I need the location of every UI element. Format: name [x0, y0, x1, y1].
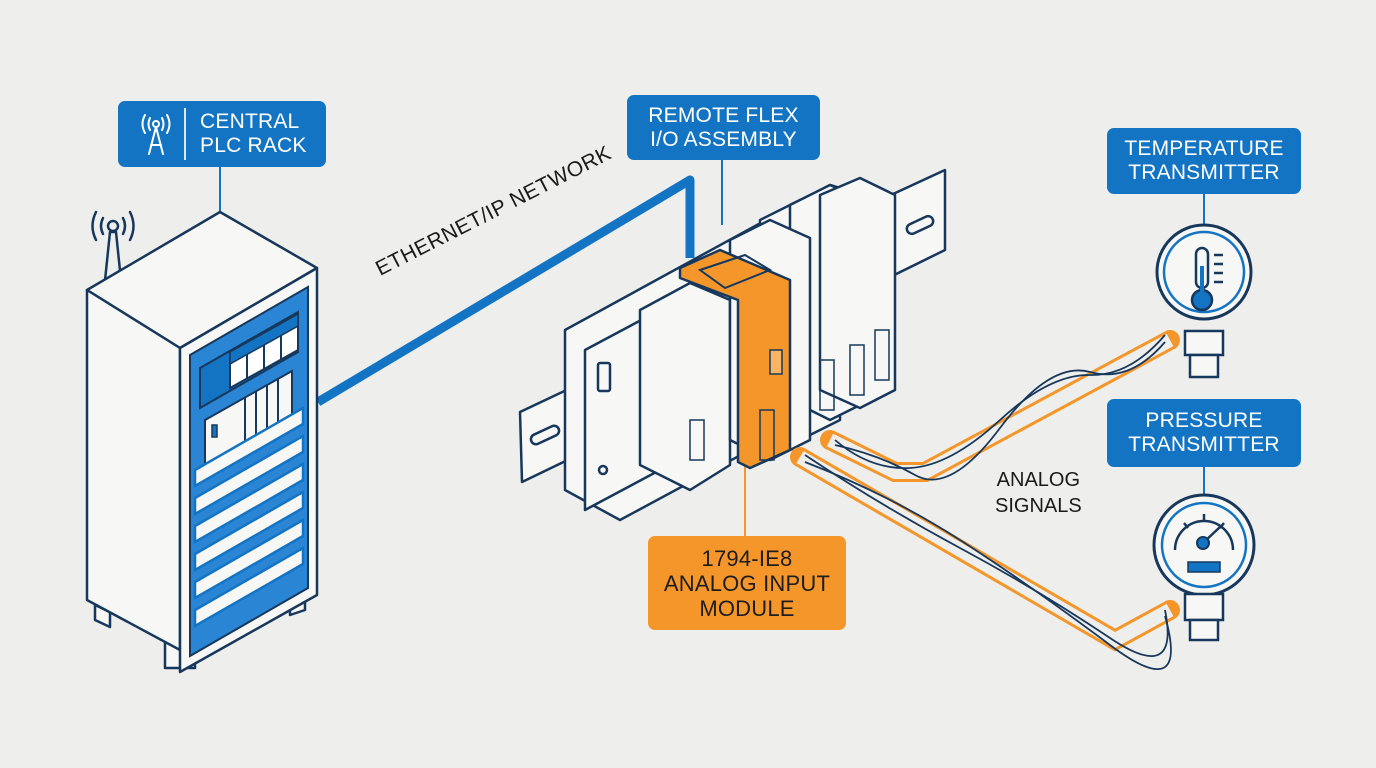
ethernet-cable: [315, 175, 695, 406]
callout-temp-line1: TEMPERATURE: [1124, 137, 1284, 160]
plc-rack-cabinet: [85, 210, 319, 674]
analog-cable-temp: [820, 330, 1180, 482]
callout-press-line1: PRESSURE: [1145, 409, 1263, 432]
flex-io-assembly: [518, 168, 947, 522]
callout-module-line2: ANALOG INPUT: [663, 570, 831, 596]
temperature-transmitter: [1155, 223, 1253, 379]
callout-remote-flex-io: REMOTE FLEX I/O ASSEMBLY: [627, 95, 820, 160]
callout-pressure-transmitter: PRESSURE TRANSMITTER: [1107, 399, 1301, 467]
callout-flex-line2: I/O ASSEMBLY: [650, 127, 797, 151]
analog-label-line2: SIGNALS: [995, 495, 1082, 517]
analog-label-line1: ANALOG: [996, 469, 1081, 491]
callout-central-plc-rack: CENTRAL PLC RACK: [118, 101, 326, 167]
callout-module-line1: 1794-IE8: [701, 545, 793, 571]
analog-input-module-highlight: [678, 248, 792, 470]
callout-plc-line1: CENTRAL: [200, 110, 300, 133]
callout-analog-input-module: 1794-IE8 ANALOG INPUT MODULE: [648, 536, 846, 630]
thermometer-icon: [1190, 246, 1223, 312]
pressure-transmitter: [1152, 493, 1256, 642]
analog-signals-label: ANALOG SIGNALS: [995, 467, 1082, 519]
wireless-antenna-icon: [128, 108, 186, 160]
callout-flex-line1: REMOTE FLEX: [648, 103, 799, 127]
pressure-gauge-icon: [1173, 514, 1235, 573]
callout-plc-line2: PLC RACK: [200, 134, 307, 157]
callout-temperature-transmitter: TEMPERATURE TRANSMITTER: [1107, 128, 1301, 194]
leader-lines: [219, 160, 1205, 536]
callout-press-line2: TRANSMITTER: [1128, 433, 1280, 456]
callout-temp-line2: TRANSMITTER: [1128, 161, 1280, 184]
callout-module-line3: MODULE: [699, 595, 795, 621]
analog-cable-press: [790, 447, 1180, 671]
